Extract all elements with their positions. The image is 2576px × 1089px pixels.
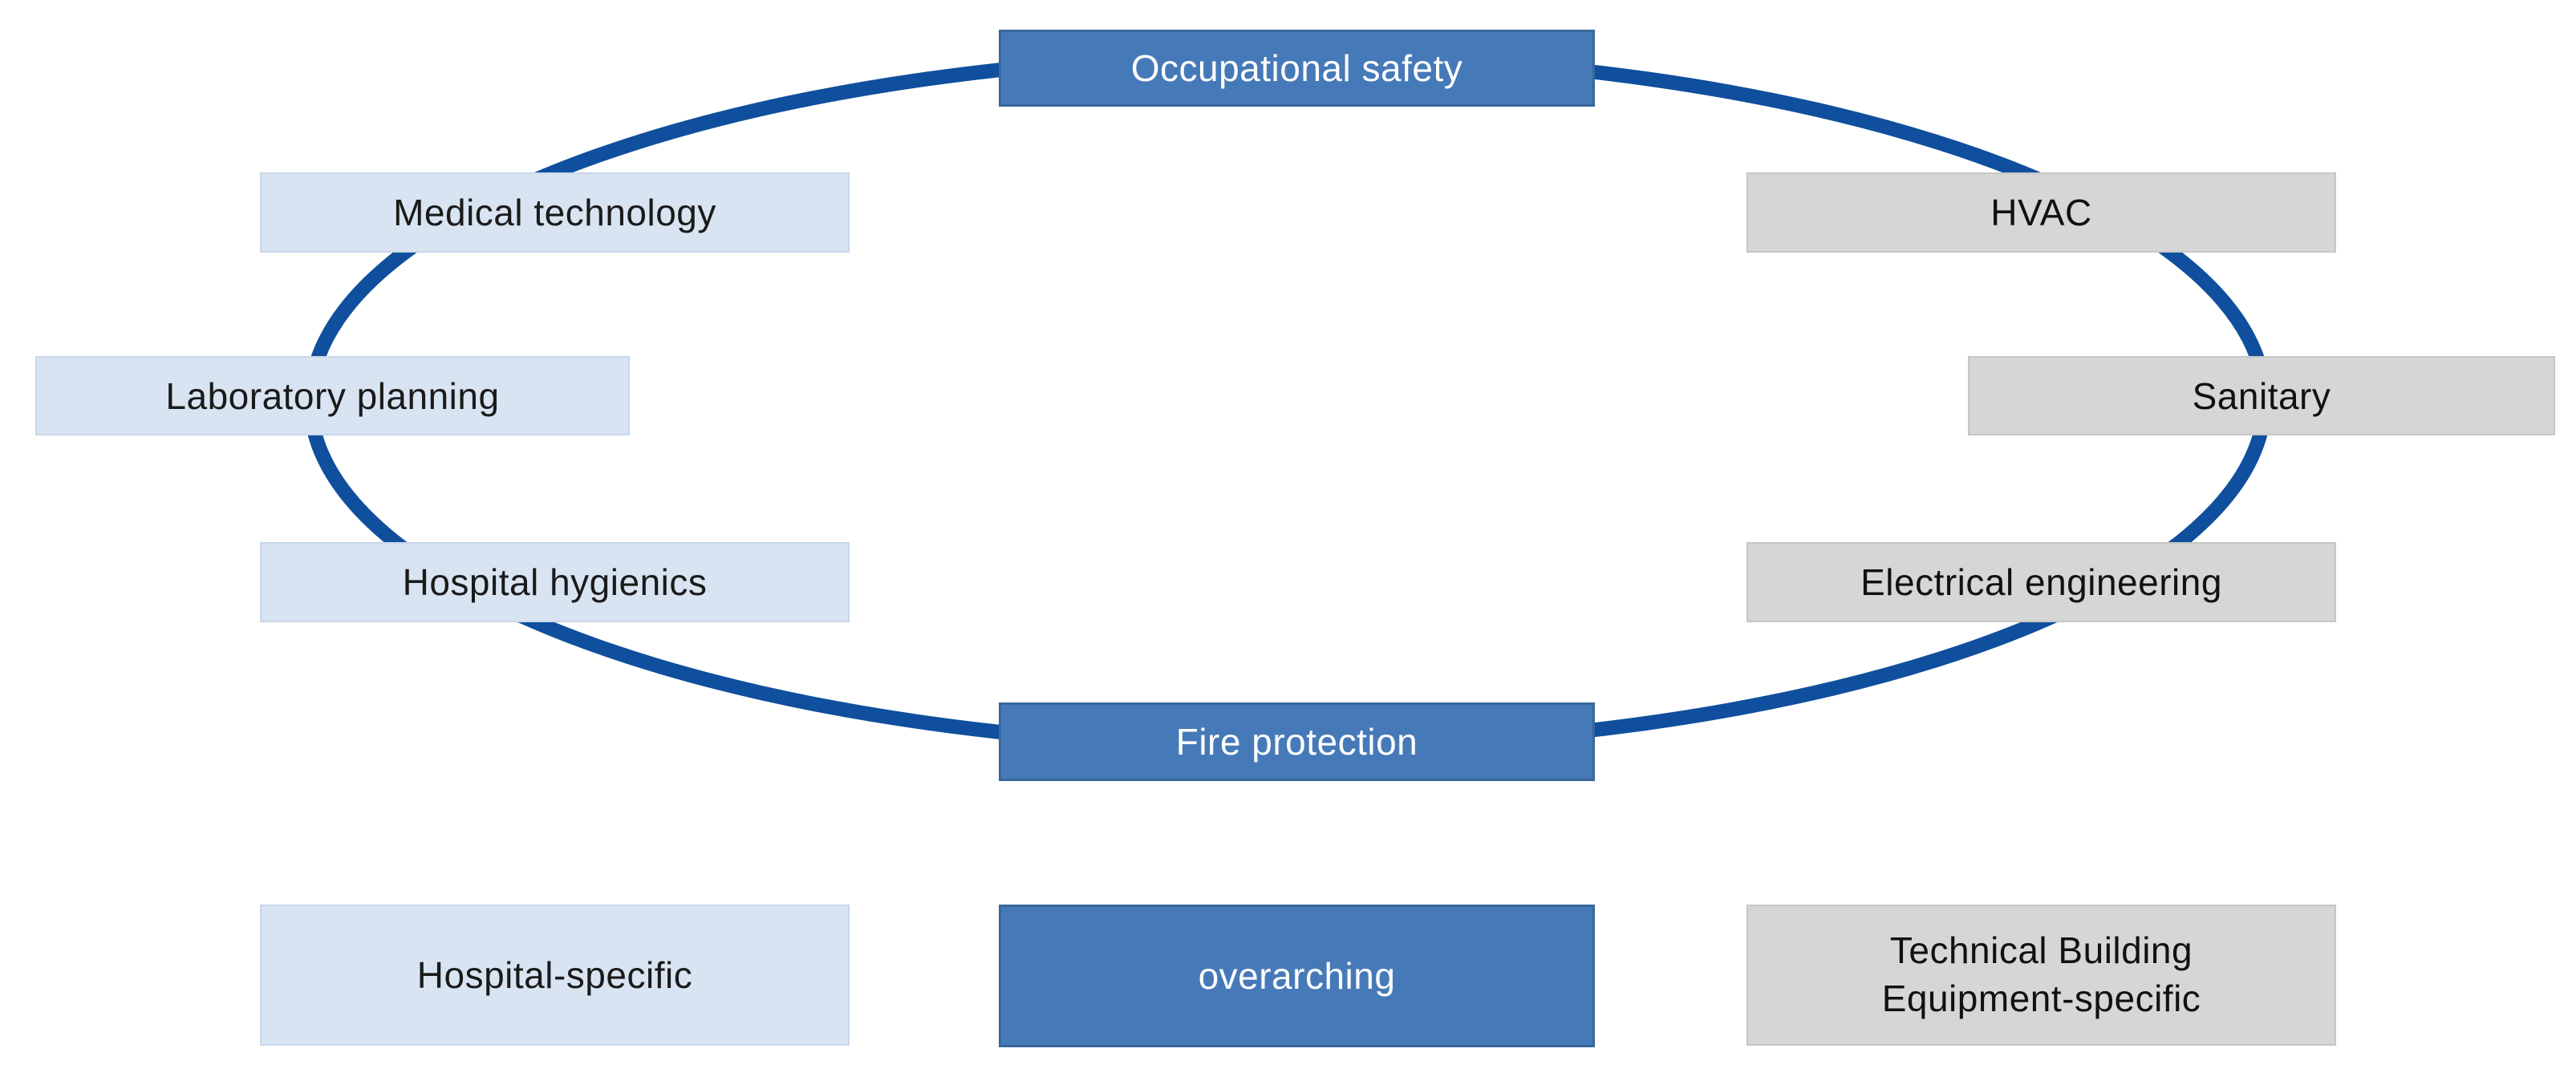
legend-hospital-specific-label: Hospital-specific (416, 954, 693, 996)
legend-overarching-label: overarching (1198, 955, 1396, 997)
node-medical-technology: Medical technology (260, 172, 850, 253)
node-electrical-engineering-label: Electrical engineering (1860, 561, 2222, 603)
node-laboratory-planning-label: Laboratory planning (165, 374, 500, 417)
node-hospital-hygienics: Hospital hygienics (260, 542, 850, 622)
node-hospital-hygienics-label: Hospital hygienics (402, 561, 708, 603)
node-sanitary: Sanitary (1968, 356, 2555, 435)
node-fire-protection-label: Fire protection (1175, 721, 1418, 763)
node-electrical-engineering: Electrical engineering (1746, 542, 2336, 622)
node-hvac: HVAC (1746, 172, 2336, 253)
node-fire-protection: Fire protection (999, 702, 1595, 781)
node-sanitary-label: Sanitary (2192, 374, 2331, 417)
legend-tbe-specific-label: Technical Building Equipment-specific (1881, 929, 2201, 1019)
legend-overarching: overarching (999, 905, 1595, 1047)
legend-tbe-specific: Technical Building Equipment-specific (1746, 905, 2336, 1046)
legend-hospital-specific: Hospital-specific (260, 905, 850, 1046)
node-medical-technology-label: Medical technology (393, 192, 716, 233)
node-laboratory-planning: Laboratory planning (35, 356, 630, 435)
node-hvac-label: HVAC (1990, 192, 2092, 233)
node-occupational-safety-label: Occupational safety (1130, 47, 1463, 89)
node-occupational-safety: Occupational safety (999, 30, 1595, 107)
